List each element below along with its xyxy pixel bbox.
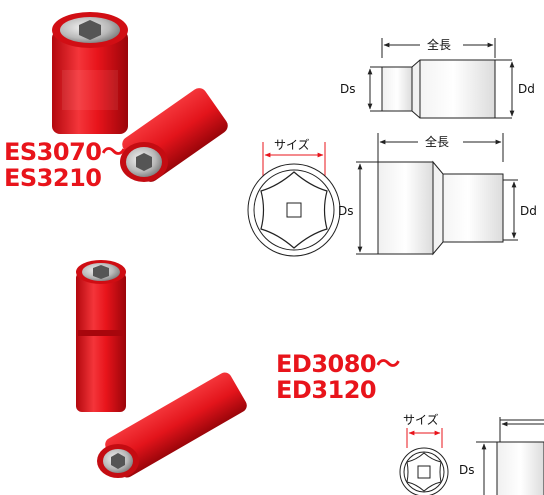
socket-photo-short-standing	[52, 12, 128, 134]
diagram-deep-socket-side-view: Ds	[459, 417, 544, 495]
ds-label-top: Ds	[340, 82, 356, 96]
diagram-socket-front-view: サイズ	[247, 137, 341, 257]
diagram-socket-side-view-large: 全長 Ds Dd	[338, 133, 537, 256]
overall-length-label-top: 全長	[427, 37, 451, 52]
dd-label-top: Dd	[518, 82, 535, 96]
model-range-start-es: ES3070〜	[4, 138, 125, 166]
socket-photo-short-lying	[120, 88, 228, 182]
size-label-front: サイズ	[274, 137, 310, 152]
overall-length-label-middle: 全長	[425, 134, 449, 149]
diagram-short-socket-side-view: 全長 Ds Dd	[340, 37, 535, 119]
ds-label-middle: Ds	[338, 204, 354, 218]
size-label-bottom: サイズ	[403, 412, 439, 427]
model-range-end-ed: ED3120	[276, 376, 376, 404]
diagram-deep-socket-front-view: サイズ	[399, 412, 449, 495]
socket-photo-deep-lying	[97, 372, 247, 478]
socket-photo-deep-standing	[76, 260, 126, 412]
model-range-end-es: ES3210	[4, 164, 101, 192]
model-range-start-ed: ED3080〜	[276, 350, 400, 378]
ds-label-bottom: Ds	[459, 463, 475, 477]
dd-label-middle: Dd	[520, 204, 537, 218]
